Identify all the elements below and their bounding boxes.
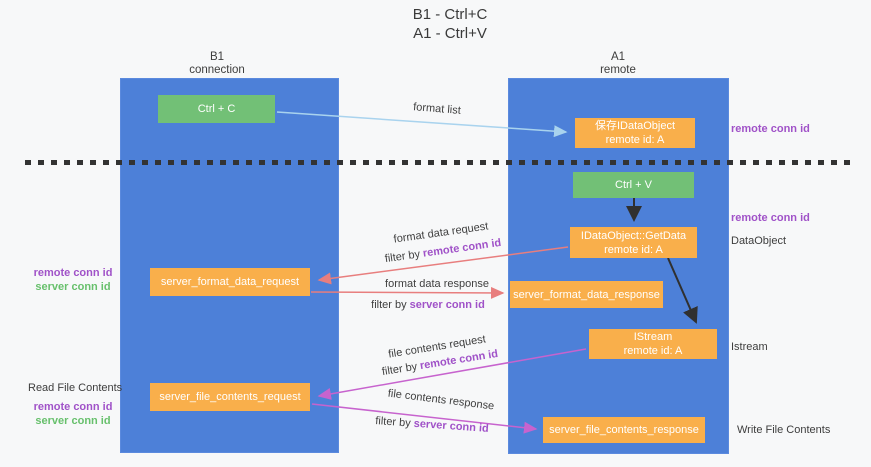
node-ctrl-c: Ctrl + C (158, 95, 275, 123)
istream-line1: IStream (633, 331, 673, 343)
annotation-dataobject: DataObject (731, 235, 787, 247)
annotation-remote-conn-id-mid: remote conn id (731, 212, 810, 224)
node-idataobject-getdata: IDataObject::GetData remote id: A (570, 227, 697, 258)
annotation-remote-conn-id-top: remote conn id (731, 123, 810, 135)
filter-by-text: filter by (374, 415, 412, 430)
lane-right-role: remote (600, 64, 636, 76)
annotation-istream: Istream (731, 341, 768, 353)
format-list-text: format list (412, 101, 462, 117)
edge-label-format-list: format list (413, 101, 461, 117)
lane-right-name: A1 (610, 51, 626, 63)
node-saved-dataobject: 保存IDataObject remote id: A (575, 118, 695, 148)
getdata-line1: IDataObject::GetData (580, 229, 687, 242)
remote-conn-id-left: remote conn id (33, 267, 113, 279)
node-server-file-contents-request: server_file_contents_request (150, 383, 310, 411)
format-data-response-text: format data response (385, 278, 489, 290)
filter-by-text: filter by (371, 299, 407, 311)
arrow-format-data-response (310, 286, 505, 299)
edge-label-file-contents-response: file contents response (387, 388, 495, 413)
title-line-2: A1 - Ctrl+V (413, 25, 487, 42)
phase-separator-dashed-line (25, 160, 851, 165)
lane-left-name: B1 (209, 51, 225, 63)
server-conn-id-left: server conn id (35, 281, 111, 293)
filter-by-text: filter by (384, 248, 421, 266)
diagram-title: B1 - Ctrl+C A1 - Ctrl+V (350, 5, 550, 43)
annotation-conn-ids-left-mid: remote conn id server conn id (18, 266, 128, 294)
node-server-file-contents-response: server_file_contents_response (543, 417, 705, 443)
annotation-read-file-contents: Read File Contents (28, 382, 123, 394)
server-conn-id-text: server conn id (409, 299, 485, 311)
server-file-contents-response-label: server_file_contents_response (549, 424, 699, 436)
lane-header-left: B1 connection (152, 51, 282, 77)
server-format-data-response-label: server_format_data_response (513, 288, 660, 301)
server-conn-id-text: server conn id (413, 417, 490, 435)
annotation-write-file-contents: Write File Contents (737, 424, 831, 436)
ctrl-c-label: Ctrl + C (197, 103, 236, 115)
saved-dataobject-line2: remote id: A (605, 134, 665, 146)
server-file-contents-request-label: server_file_contents_request (159, 391, 301, 403)
ctrl-v-label: Ctrl + V (615, 179, 652, 191)
lane-header-right: A1 remote (553, 51, 683, 77)
server-conn-id-left-2: server conn id (35, 415, 111, 427)
node-ctrl-v: Ctrl + V (573, 172, 694, 198)
edge-label-format-data-response: format data response (385, 278, 489, 290)
remote-conn-id-text: remote conn id (422, 236, 502, 260)
getdata-line2: remote id: A (604, 243, 663, 256)
node-istream: IStream remote id: A (589, 329, 717, 359)
node-server-format-data-request: server_format_data_request (150, 268, 310, 296)
istream-line2: remote id: A (623, 345, 683, 357)
node-server-format-data-response: server_format_data_response (510, 281, 663, 308)
lane-left-role: connection (189, 64, 245, 76)
filter-by-text: filter by (381, 360, 419, 379)
file-contents-response-text: file contents response (387, 387, 495, 413)
saved-dataobject-line1: 保存IDataObject (594, 120, 676, 132)
annotation-conn-ids-left-bottom: remote conn id server conn id (18, 400, 128, 428)
server-format-data-request-label: server_format_data_request (160, 276, 300, 288)
title-line-1: B1 - Ctrl+C (412, 6, 488, 23)
remote-conn-id-left-2: remote conn id (33, 401, 113, 413)
